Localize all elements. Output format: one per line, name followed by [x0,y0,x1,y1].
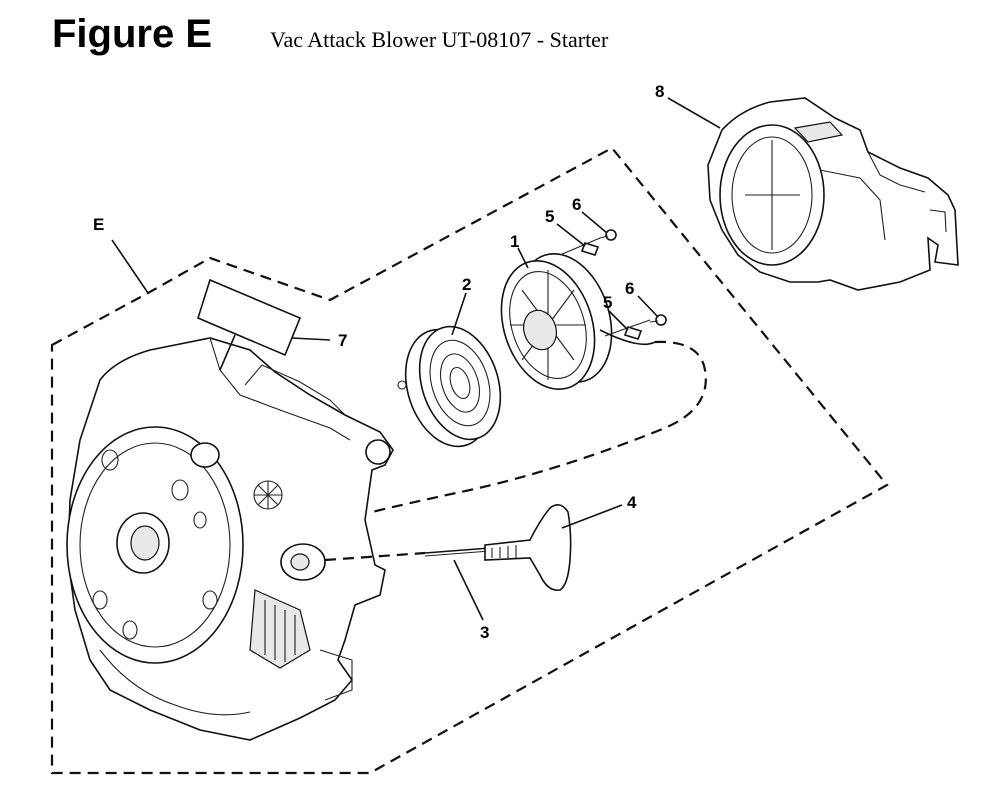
leader-5b [607,309,629,331]
part-5-washer-upper [559,237,601,256]
part-7-label [197,278,302,357]
part-2-recoil-spring [397,325,502,448]
leader-1 [517,247,529,269]
leader-7 [291,337,331,341]
callout-2: 2 [462,275,471,294]
callout-e: E [93,215,104,234]
part-4-starter-handle [484,504,572,592]
part-1-starter-pulley [500,252,656,391]
part-8-fan-shroud [707,97,959,291]
part-5-washer-lower [604,319,651,340]
part-3-starter-rope [324,547,491,562]
leader-3 [453,559,484,621]
callout-1: 1 [510,232,519,251]
figure-label: Figure E [52,12,213,56]
leader-4 [561,504,623,529]
leader-e [111,239,149,294]
part-6-screw-lower [649,314,667,326]
leader-6a [581,211,608,234]
assembly-boundary [50,146,889,775]
callout-5-lower: 5 [603,293,612,312]
leader-2 [451,292,467,336]
callout-8: 8 [655,82,664,101]
leader-5a [556,223,586,247]
leader-6b [637,295,659,318]
rope-path [371,340,707,514]
callout-4: 4 [627,493,637,512]
leader-7-down [219,334,236,371]
leader-8 [667,97,721,129]
callout-3: 3 [480,623,489,642]
callout-6-upper: 6 [572,195,581,214]
callout-6-lower: 6 [625,279,634,298]
callout-5-upper: 5 [545,207,554,226]
figure-title: Vac Attack Blower UT-08107 - Starter [270,27,609,52]
part-e-main-housing [66,337,394,741]
callout-7: 7 [338,331,347,350]
part-6-screw-upper [599,229,617,241]
